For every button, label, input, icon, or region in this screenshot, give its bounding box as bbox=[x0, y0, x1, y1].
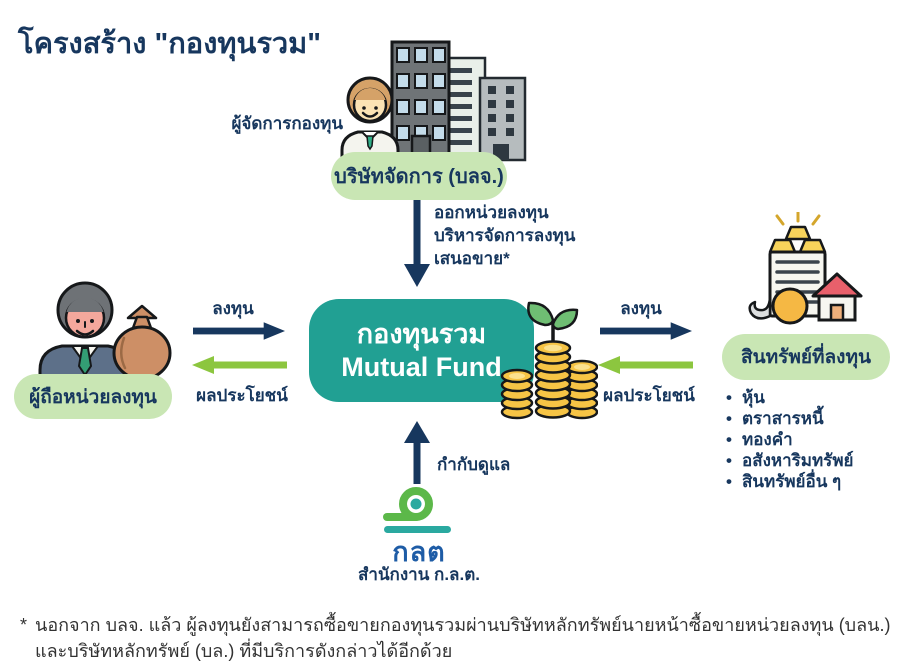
footnote-text: นอกจาก บลจ. แล้ว ผู้ลงทุนยังสามารถซื้อขา… bbox=[35, 612, 890, 664]
management-company-pill: บริษัทจัดการ (บลจ.) bbox=[331, 152, 507, 200]
asset-item: อสังหาริมทรัพย์ bbox=[726, 450, 853, 471]
left-arrow-icon bbox=[598, 356, 693, 374]
management-company-building-icon bbox=[330, 38, 542, 165]
down-arrow-icon bbox=[404, 200, 430, 287]
footnote-line: และบริษัทหลักทรัพย์ (บล.) ที่มีบริการดัง… bbox=[35, 641, 453, 661]
fund-manager-label: ผู้จัดการกองทุน bbox=[231, 114, 343, 133]
coins-sprout-icon bbox=[498, 296, 598, 420]
invested-assets-icon bbox=[743, 212, 871, 338]
sec-logo-icon bbox=[383, 487, 455, 533]
sec-office-label: สำนักงาน ก.ล.ต. bbox=[358, 565, 480, 584]
asset-list: หุ้น ตราสารหนี้ ทองคำ อสังหาริมทรัพย์ สิ… bbox=[726, 387, 853, 492]
duty-item: เสนอขาย* bbox=[434, 249, 510, 268]
unit-holder-icon bbox=[30, 280, 180, 384]
asset-item: ตราสารหนี้ bbox=[726, 408, 853, 429]
benefit-label-left: ผลประโยชน์ bbox=[196, 386, 288, 405]
invest-label-left: ลงทุน bbox=[212, 299, 254, 318]
invest-label-right: ลงทุน bbox=[620, 299, 662, 318]
unit-holder-pill: ผู้ถือหน่วยลงทุน bbox=[14, 374, 172, 419]
fund-name-en: Mutual Fund bbox=[341, 351, 502, 382]
footnote: * นอกจาก บลจ. แล้ว ผู้ลงทุนยังสามารถซื้อ… bbox=[20, 612, 892, 664]
mutual-fund-box: กองทุนรวม Mutual Fund bbox=[309, 299, 534, 402]
asset-item: หุ้น bbox=[726, 387, 853, 408]
sec-logo-text: กลต bbox=[392, 537, 446, 567]
right-arrow-icon bbox=[193, 322, 285, 340]
fund-name-th: กองทุนรวม bbox=[356, 318, 487, 349]
invested-assets-pill: สินทรัพย์ที่ลงทุน bbox=[722, 334, 890, 380]
duty-item: ออกหน่วยลงทุน bbox=[434, 203, 549, 222]
up-arrow-icon bbox=[404, 421, 430, 484]
duty-item: บริหารจัดการลงทุน bbox=[434, 226, 576, 245]
footnote-line: นอกจาก บลจ. แล้ว ผู้ลงทุนยังสามารถซื้อขา… bbox=[35, 615, 891, 635]
asset-item: สินทรัพย์อื่น ๆ bbox=[726, 471, 853, 492]
page-title: โครงสร้าง "กองทุนรวม" bbox=[18, 28, 322, 60]
right-arrow-icon bbox=[600, 322, 692, 340]
benefit-label-right: ผลประโยชน์ bbox=[603, 386, 695, 405]
asset-item: ทองคำ bbox=[726, 429, 853, 450]
footnote-marker: * bbox=[20, 615, 28, 635]
supervise-label: กำกับดูแล bbox=[437, 455, 511, 474]
management-duties: ออกหน่วยลงทุน บริหารจัดการลงทุน เสนอขาย* bbox=[434, 201, 575, 270]
left-arrow-icon bbox=[192, 356, 287, 374]
